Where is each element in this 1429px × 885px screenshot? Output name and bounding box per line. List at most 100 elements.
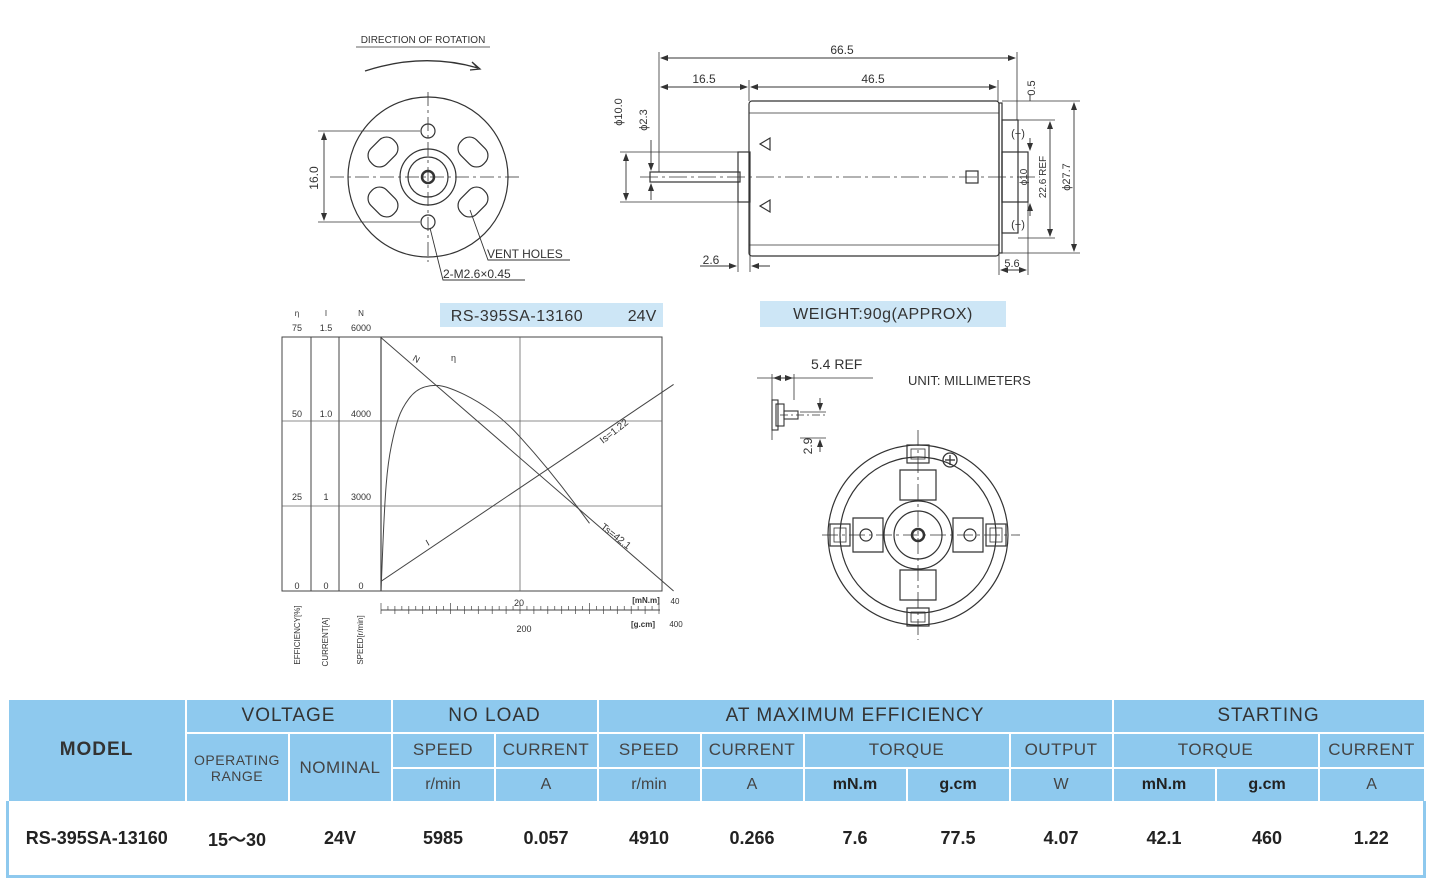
row-model: RS-395SA-13160: [6, 800, 187, 878]
x-tick-200: 200: [516, 624, 531, 634]
eff-header: η: [295, 309, 299, 318]
x-tick-20: 20: [514, 598, 524, 608]
max-eff-torque-header: TORQUE: [802, 732, 1011, 769]
max-eff-output-header: OUTPUT: [1008, 732, 1114, 769]
chart-voltage-label: 24V: [628, 308, 657, 325]
unit-label: UNIT: MILLIMETERS: [908, 373, 1031, 388]
row-starting-current: 1.22: [1317, 800, 1427, 878]
row-max-eff-torque-gcm: 77.5: [905, 800, 1011, 878]
eff-tick-50: 50: [292, 409, 302, 419]
speed-tick-4000: 4000: [351, 409, 371, 419]
eff-tick-25: 25: [292, 492, 302, 502]
chart-model-label: RS-395SA-13160: [451, 308, 583, 325]
technical-drawings: DIRECTION OF ROTATION 16.0 VENT HOLES 2-…: [281, 35, 1080, 666]
row-max-eff-output: 4.07: [1008, 800, 1114, 878]
speed-tick-0: 0: [358, 581, 363, 591]
performance-chart: η I N 75 50 25 0 1.5 1.0 1 0 6000 4000 3…: [281, 309, 683, 666]
no-load-current-header: CURRENT: [493, 732, 599, 769]
dim-0-5: 0.5: [1026, 80, 1038, 95]
dim-22-6-ref: 22.6 REF: [1038, 156, 1049, 198]
nominal-header: NOMINAL: [287, 732, 393, 803]
dim-66-5: 66.5: [830, 43, 854, 57]
direction-of-rotation-label: DIRECTION OF ROTATION: [361, 35, 486, 46]
weight-label: WEIGHT:90g(APPROX): [793, 306, 973, 323]
x-tick-400: 400: [669, 620, 683, 629]
unit-no-load-speed: r/min: [390, 766, 496, 803]
model-header: MODEL: [6, 698, 187, 803]
unit-max-eff-current: A: [699, 766, 805, 803]
chart-frame: [281, 336, 663, 592]
curve-label-i: I: [424, 538, 431, 548]
row-max-eff-current: 0.266: [699, 800, 805, 878]
current-tick-1: 1: [323, 492, 328, 502]
plus-terminal-icon: [942, 452, 958, 468]
no-load-speed-header: SPEED: [390, 732, 496, 769]
terminal-minus-label: (−): [1011, 219, 1025, 231]
dim-phi-2-3: ϕ2.3: [638, 109, 650, 130]
unit-starting-torque-gcm: g.cm: [1214, 766, 1320, 803]
no-load-header: NO LOAD: [390, 697, 599, 735]
dim-phi-27-7: ϕ27.7: [1061, 163, 1073, 191]
x-axis-ticks: [380, 603, 660, 614]
operating-range-line1: OPERATING: [194, 751, 280, 768]
eff-tick-75: 75: [292, 323, 302, 333]
dim-2-9: 2.9: [801, 437, 815, 454]
current-tick-1-5: 1.5: [320, 323, 333, 333]
terminal-plus-label: (+): [1011, 128, 1025, 140]
efficiency-curve: [380, 384, 590, 592]
unit-max-eff-torque-mnm: mN.m: [802, 766, 908, 803]
rear-view-drawing: [822, 430, 1020, 640]
dim-16-5: 16.5: [692, 72, 716, 86]
terminal-detail-drawing: [757, 374, 873, 452]
stall-torque-label: Ts=42.1: [598, 522, 633, 553]
current-tick-1-0: 1.0: [320, 409, 333, 419]
spec-table: MODEL VOLTAGE NO LOAD AT MAXIMUM EFFICIE…: [6, 697, 1427, 878]
speed-tick-3000: 3000: [351, 492, 371, 502]
row-max-eff-torque-mnm: 7.6: [802, 800, 908, 878]
max-efficiency-header: AT MAXIMUM EFFICIENCY: [596, 697, 1114, 735]
speed-curve: [380, 337, 674, 592]
efficiency-axis-title: EFFICIENCY[%]: [293, 605, 302, 664]
row-starting-torque-mnm: 42.1: [1111, 800, 1217, 878]
unit-max-eff-torque-gcm: g.cm: [905, 766, 1011, 803]
operating-range-header: OPERATING RANGE: [184, 732, 290, 803]
voltage-header: VOLTAGE: [184, 697, 393, 735]
speed-header: N: [358, 309, 364, 318]
dim-46-5: 46.5: [861, 72, 885, 86]
speed-axis-title: SPEED[r/min]: [356, 615, 365, 664]
unit-max-eff-speed: r/min: [596, 766, 702, 803]
dim-5-4-ref: 5.4 REF: [811, 356, 862, 372]
unit-no-load-current: A: [493, 766, 599, 803]
x-tick-40: 40: [671, 597, 680, 606]
x-unit-gcm: [g.cm]: [631, 620, 655, 629]
front-view-drawing: DIRECTION OF ROTATION: [318, 35, 570, 281]
max-eff-speed-header: SPEED: [596, 732, 702, 769]
rotation-arrow-icon: [364, 60, 482, 72]
row-no-load-current: 0.057: [493, 800, 599, 878]
table-row: RS-395SA-13160 15～30 24V 5985 0.057 4910…: [6, 800, 1427, 878]
dim-2-6: 2.6: [703, 253, 720, 267]
unit-starting-current: A: [1317, 766, 1426, 803]
unit-starting-torque-mnm: mN.m: [1111, 766, 1217, 803]
screw-spec-label: 2-M2.6×0.45: [443, 267, 511, 281]
speed-tick-6000: 6000: [351, 323, 371, 333]
unit-max-eff-output: W: [1008, 766, 1114, 803]
row-no-load-speed: 5985: [390, 800, 496, 878]
vent-holes-label: VENT HOLES: [487, 247, 563, 261]
curve-label-n: N: [411, 353, 422, 365]
side-view-drawing: [620, 52, 1080, 275]
row-operating-range: 15～30: [184, 800, 290, 878]
curve-label-eta: η: [451, 353, 456, 363]
current-curve: [380, 383, 674, 582]
dim-phi-10: ϕ10.0: [613, 98, 625, 126]
starting-torque-header: TORQUE: [1111, 732, 1320, 769]
dim-5-6: 5.6: [1004, 258, 1019, 270]
operating-range-line2: RANGE: [210, 767, 264, 784]
starting-header: STARTING: [1111, 697, 1426, 735]
current-header: I: [325, 309, 327, 318]
eff-tick-0: 0: [294, 581, 299, 591]
row-max-eff-speed: 4910: [596, 800, 702, 878]
x-unit-mnm: [mN.m]: [632, 596, 660, 605]
dim-16: 16.0: [307, 166, 321, 190]
row-starting-torque-gcm: 460: [1214, 800, 1320, 878]
